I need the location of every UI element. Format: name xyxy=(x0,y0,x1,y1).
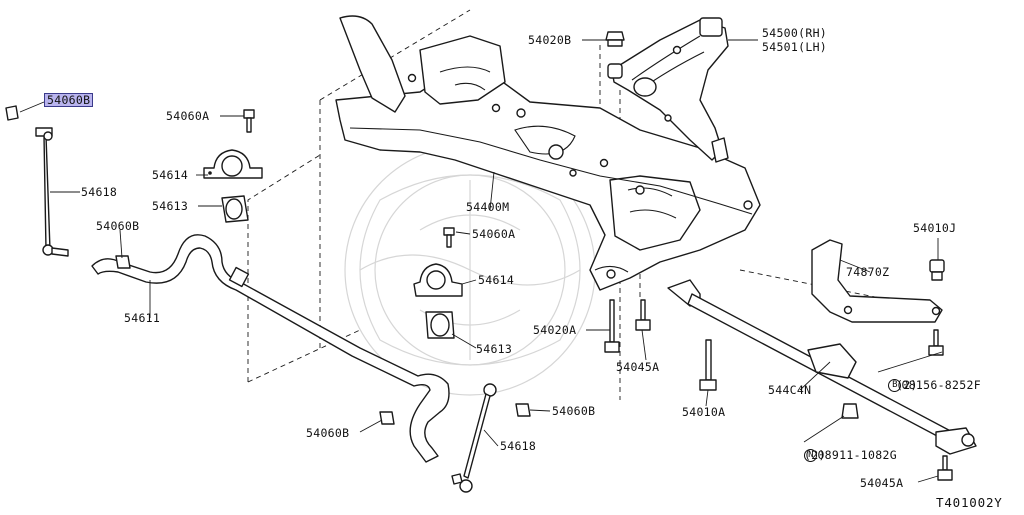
callout-54501-lh[interactable]: 54501(LH) xyxy=(762,40,828,54)
leader-lines xyxy=(19,39,943,483)
nut-54020B xyxy=(605,31,625,47)
callout-54020A[interactable]: 54020A xyxy=(533,323,577,337)
callout-54611[interactable]: 54611 xyxy=(124,311,161,325)
suspension-member-54400M xyxy=(335,15,761,291)
bracket-54614-mid xyxy=(413,263,463,297)
bracket-54614-top xyxy=(203,149,263,179)
callout-54060A-mid[interactable]: 54060A xyxy=(472,227,516,241)
bolt-54045A-mid xyxy=(635,299,651,331)
nut-08911 xyxy=(841,403,859,419)
callout-544C4N[interactable]: 544C4N xyxy=(768,383,812,397)
bracket-74870Z xyxy=(811,239,943,323)
circle-n-symbol: N xyxy=(804,449,818,462)
callout-54010A[interactable]: 54010A xyxy=(682,405,726,419)
tension-rod-544C4N xyxy=(667,279,977,455)
callout-54060B-mid[interactable]: 54060B xyxy=(96,219,140,233)
callout-54400M[interactable]: 54400M xyxy=(466,200,510,214)
callout-54500-rh[interactable]: 54500(RH) xyxy=(762,26,828,40)
callout-54618-right[interactable]: 54618 xyxy=(500,439,537,453)
quantity-08156: (2) xyxy=(896,378,918,392)
part-number-08911: 08911-1082G xyxy=(817,448,897,462)
stabilizer-link-54618-right xyxy=(451,383,497,493)
bolt-54010J xyxy=(929,259,945,281)
bolt-08156 xyxy=(928,329,944,356)
callout-54060B-highlighted[interactable]: 54060B xyxy=(44,93,94,107)
bushing-54613-top xyxy=(221,195,249,223)
callout-54010J[interactable]: 54010J xyxy=(913,221,957,235)
circle-b-symbol: B xyxy=(888,379,902,392)
lower-arm-54500 xyxy=(607,17,729,163)
nut-54060B-right xyxy=(515,403,531,417)
figure-code: T401002Y xyxy=(936,495,1003,510)
bolt-54045A-bottom xyxy=(937,455,953,481)
callout-54045A-bottom[interactable]: 54045A xyxy=(860,476,904,490)
bolt-54060A-top xyxy=(243,109,255,133)
stabilizer-link-54618-left xyxy=(35,127,69,257)
stabilizer-bar-54611 xyxy=(91,234,450,463)
bolt-54060A-mid xyxy=(443,227,455,248)
callout-54613-top[interactable]: 54613 xyxy=(152,199,189,213)
nut-54060B-bar xyxy=(115,255,131,269)
bolt-54010A xyxy=(699,339,717,391)
callout-54060B-right[interactable]: 54060B xyxy=(552,404,596,418)
nut-54060B-bottom xyxy=(379,411,395,425)
callout-74870Z[interactable]: 74870Z xyxy=(846,265,890,279)
part-number-08156: 08156-8252F xyxy=(901,378,981,392)
callout-54045A-mid[interactable]: 54045A xyxy=(616,360,660,374)
callout-54020B[interactable]: 54020B xyxy=(528,33,572,47)
callout-54618-left[interactable]: 54618 xyxy=(81,185,118,199)
callout-54614-mid[interactable]: 54614 xyxy=(478,273,515,287)
bushing-54613-mid xyxy=(425,311,455,339)
nut-54060B-top xyxy=(5,105,19,121)
callout-54060A-top[interactable]: 54060A xyxy=(166,109,210,123)
quantity-08911: (2) xyxy=(804,448,826,462)
bolt-54020A xyxy=(604,299,620,353)
callout-54614-top[interactable]: 54614 xyxy=(152,168,189,182)
callout-54060B-bottom[interactable]: 54060B xyxy=(306,426,350,440)
callout-54613-mid[interactable]: 54613 xyxy=(476,342,513,356)
